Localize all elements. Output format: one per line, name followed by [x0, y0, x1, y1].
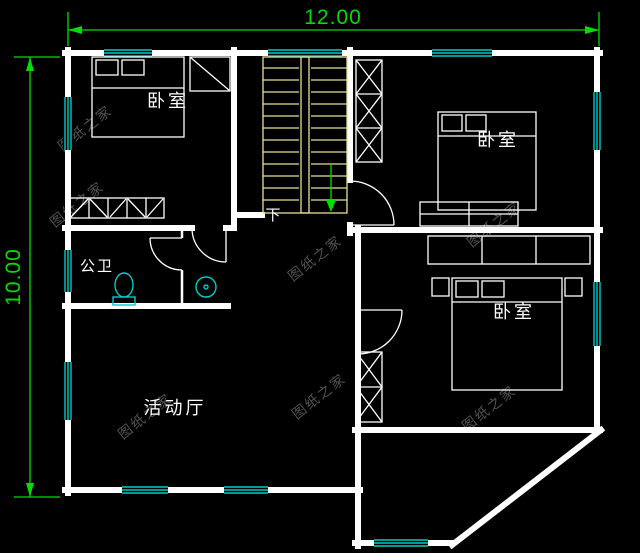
dimension-arrow-icon	[68, 26, 82, 34]
room-label-bedroom-tl: 卧室	[147, 91, 189, 111]
window-icon	[268, 48, 342, 58]
window-icon	[592, 92, 602, 150]
toilet-icon	[112, 272, 136, 306]
watermark-text: 图纸之家	[289, 370, 349, 422]
door-arc-bedroom-r	[357, 309, 403, 355]
window-icon	[104, 48, 152, 58]
dimension-arrow-icon	[26, 483, 34, 497]
dimension-arrow-icon	[585, 26, 599, 34]
door-arc-bedroom-tr	[349, 180, 395, 226]
room-label-bedroom-tr: 卧室	[477, 130, 519, 150]
stair-down-label: 下	[265, 207, 282, 224]
window-icon	[63, 362, 73, 420]
door-arc-bathroom	[149, 237, 183, 271]
room-label-bathroom: 公卫	[80, 258, 114, 275]
stairs-down-arrow-icon	[326, 165, 336, 212]
dimension-top: 12.00	[67, 6, 600, 46]
room-label-bedroom-r: 卧室	[493, 302, 535, 322]
dimension-height-value: 10.00	[2, 248, 25, 306]
watermark-text: 图纸之家	[464, 198, 524, 250]
furniture-layer	[69, 56, 591, 423]
room-label-hall: 活动厅	[144, 398, 207, 418]
window-layer	[63, 48, 602, 548]
outer-wall-layer	[62, 47, 606, 550]
closet-right	[355, 351, 383, 423]
window-icon	[122, 485, 168, 495]
label-layer: 卧室 卧室 卧室 公卫 活动厅 下	[80, 91, 535, 418]
staircase	[262, 56, 348, 214]
wardrobe-top-right	[419, 201, 519, 227]
interior-wall-layer	[62, 47, 603, 309]
bed-top-left	[91, 56, 185, 138]
sink-icon	[195, 276, 217, 298]
bed-top-right	[437, 111, 537, 211]
watermark-layer: 图纸之家 图纸之家 图纸之家 图纸之家 图纸之家 图纸之家 图纸之家	[47, 102, 524, 442]
watermark-text: 图纸之家	[285, 232, 345, 284]
door-arc-bedroom-tl	[191, 227, 227, 263]
watermark-text: 图纸之家	[47, 178, 107, 230]
door-layer	[149, 180, 403, 355]
wardrobe-top-left	[69, 197, 165, 219]
desk-top-left	[189, 56, 231, 92]
window-icon	[63, 97, 73, 150]
dimension-arrow-icon	[26, 57, 34, 71]
bathroom-fixtures	[112, 272, 217, 306]
wardrobe-right	[427, 235, 591, 265]
dimension-width-value: 12.00	[304, 6, 362, 29]
window-icon	[224, 485, 268, 495]
window-icon	[63, 250, 73, 292]
window-icon	[374, 538, 428, 548]
window-icon	[592, 282, 602, 346]
dimension-left: 10.00	[2, 56, 60, 498]
window-icon	[432, 48, 492, 58]
bed-right	[431, 277, 583, 391]
closet-top-right	[355, 59, 383, 163]
